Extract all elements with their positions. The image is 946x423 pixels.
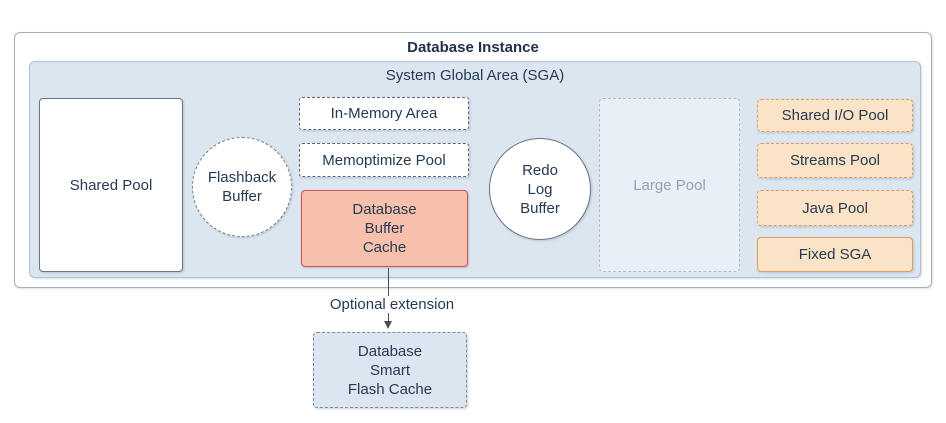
shared-pool-node: Shared Pool [39, 98, 183, 272]
in-memory-area-node: In-Memory Area [299, 97, 469, 130]
database-smart-flash-cache-node: Database Smart Flash Cache [313, 332, 467, 408]
sga-title: System Global Area (SGA) [385, 67, 565, 84]
optional-extension-connector-line [388, 268, 389, 321]
database-instance-title: Database Instance [407, 39, 539, 56]
arrow-down-icon [384, 321, 392, 329]
shared-io-pool-node: Shared I/O Pool [757, 99, 913, 132]
streams-pool-node: Streams Pool [757, 143, 913, 178]
memoptimize-pool-node: Memoptimize Pool [299, 143, 469, 177]
large-pool-node: Large Pool [599, 98, 740, 272]
java-pool-node: Java Pool [757, 190, 913, 226]
redo-log-buffer-node: Redo Log Buffer [489, 138, 591, 240]
flashback-buffer-node: Flashback Buffer [192, 137, 292, 237]
database-buffer-cache-node: Database Buffer Cache [301, 190, 468, 267]
optional-extension-label: Optional extension [308, 296, 476, 313]
fixed-sga-node: Fixed SGA [757, 237, 913, 272]
